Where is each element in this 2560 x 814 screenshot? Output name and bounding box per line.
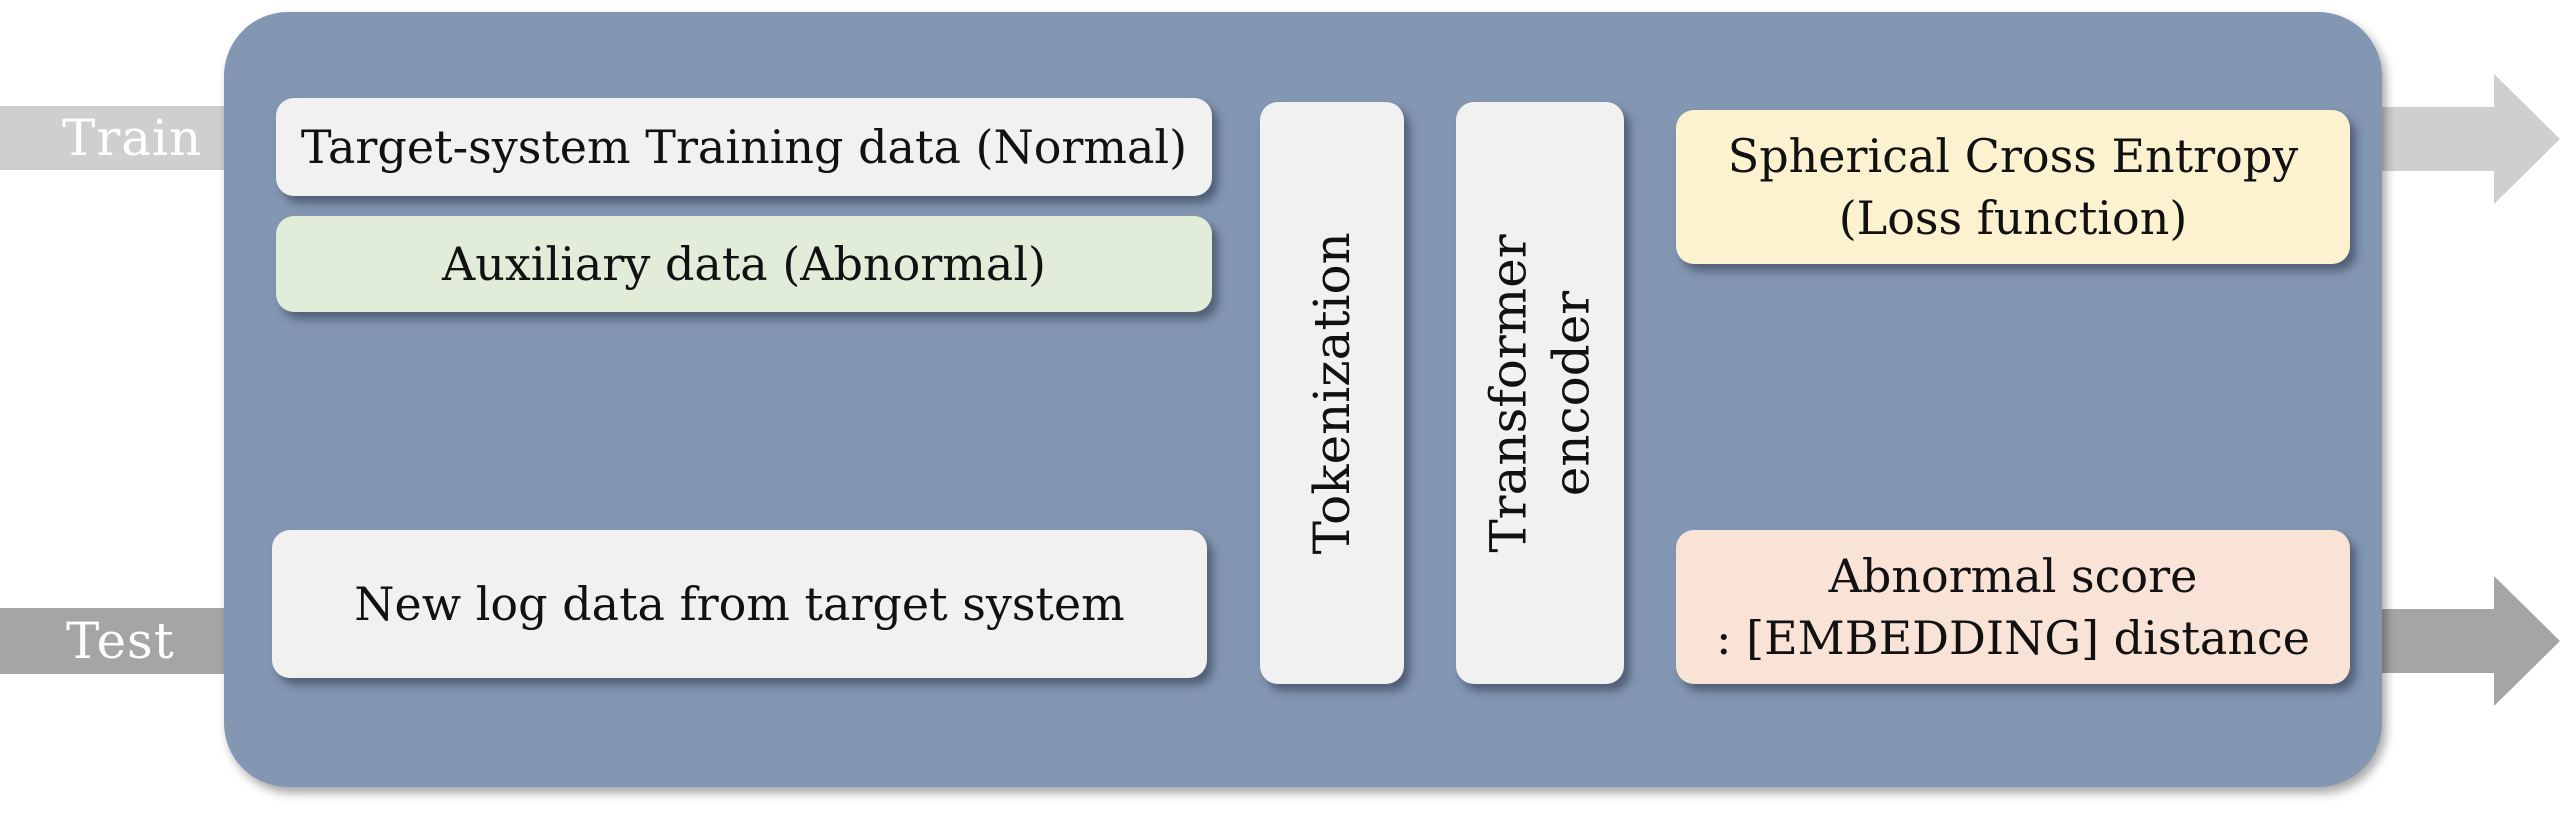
train-output-arrow xyxy=(2370,74,2560,204)
train-label: Train xyxy=(62,109,203,167)
training-data-label: Target-system Training data (Normal) xyxy=(300,119,1188,174)
new-log-data-label: New log data from target system xyxy=(354,576,1125,631)
loss-function-box: Spherical Cross Entropy (Loss function) xyxy=(1676,110,2350,264)
tokenization-box: Tokenization xyxy=(1260,102,1404,684)
test-label: Test xyxy=(66,612,175,670)
transformer-encoder-box: Transformer encoder xyxy=(1456,102,1624,684)
abnormal-score-label: Abnormal score : [EMBEDDING] distance xyxy=(1716,548,2310,665)
auxiliary-data-label: Auxiliary data (Abnormal) xyxy=(442,236,1046,291)
test-input-arrow: Test xyxy=(0,608,240,674)
train-input-arrow: Train xyxy=(0,106,240,170)
training-data-box: Target-system Training data (Normal) xyxy=(276,98,1212,196)
test-output-arrow xyxy=(2370,576,2560,706)
new-log-data-box: New log data from target system xyxy=(272,530,1207,678)
loss-function-label: Spherical Cross Entropy (Loss function) xyxy=(1727,128,2299,245)
transformer-encoder-label: Transformer encoder xyxy=(1479,233,1601,553)
abnormal-score-box: Abnormal score : [EMBEDDING] distance xyxy=(1676,530,2350,684)
auxiliary-data-box: Auxiliary data (Abnormal) xyxy=(276,216,1212,312)
tokenization-label: Tokenization xyxy=(1302,231,1361,555)
